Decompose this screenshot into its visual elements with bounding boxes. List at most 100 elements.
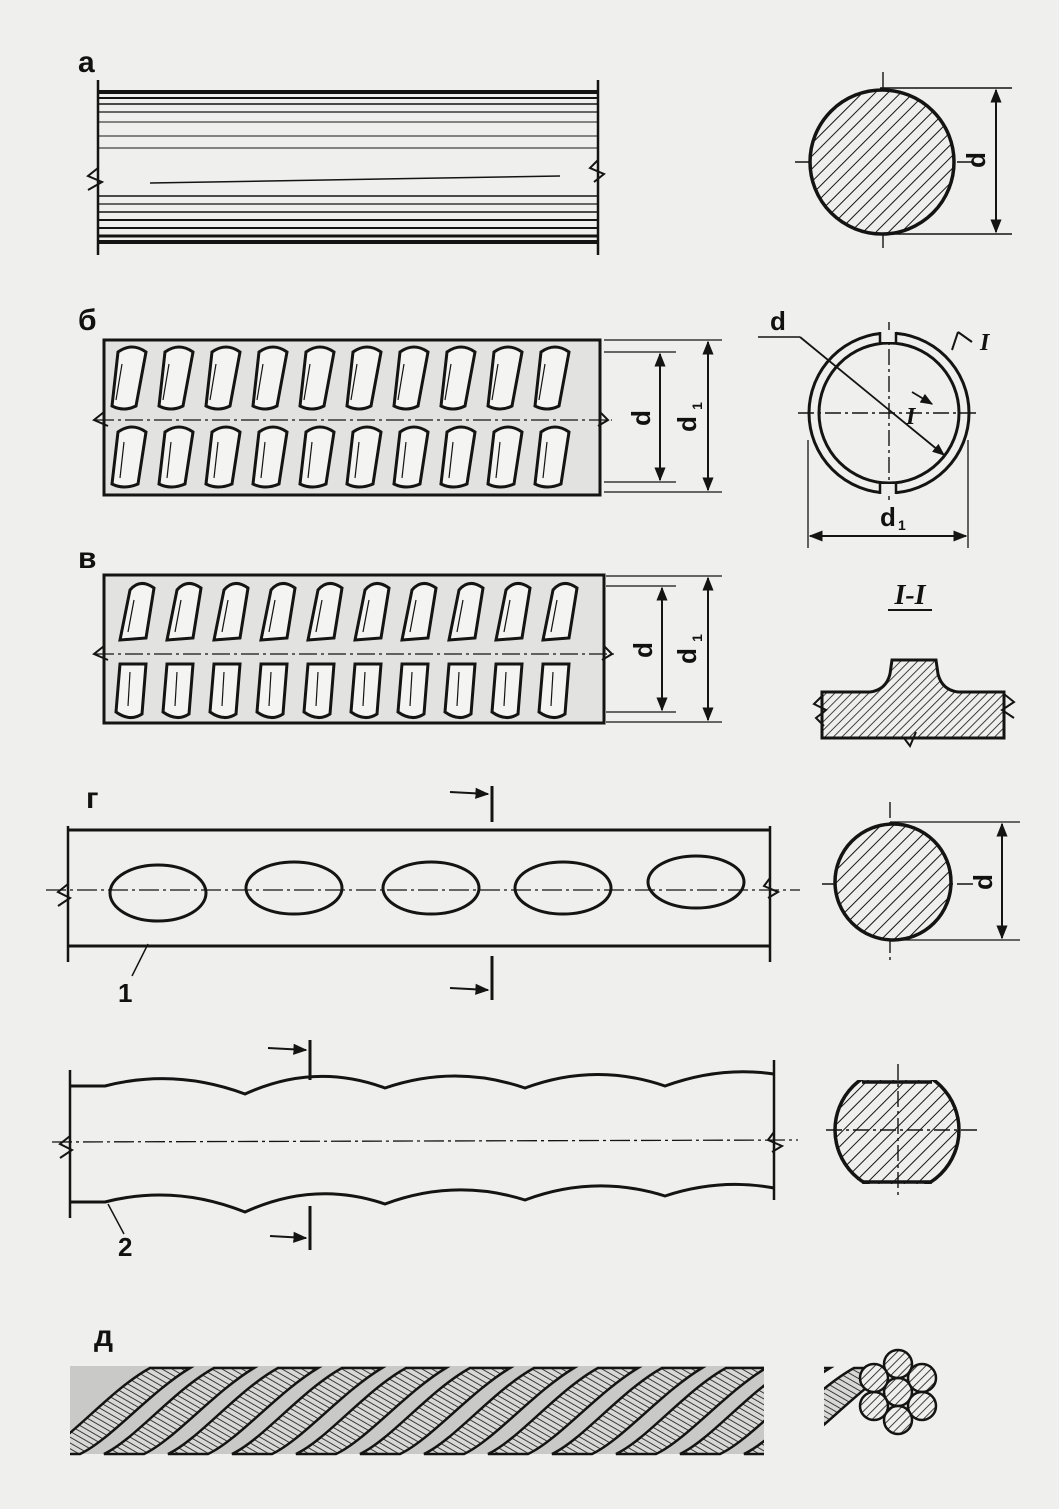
rib-shade	[307, 441, 313, 479]
rope-strand	[39, 1366, 195, 1456]
rib-bottom	[490, 662, 524, 719]
rib-shade	[456, 671, 460, 707]
rope-strand	[295, 1366, 451, 1456]
callout-1: 1	[118, 978, 132, 1008]
panel-b-section-dim-d1: d	[880, 502, 896, 532]
rib-top	[118, 582, 156, 642]
panel-b-ribbed-bar	[92, 338, 612, 497]
rib-bottom	[443, 662, 477, 719]
rib-bottom	[114, 662, 148, 719]
rib-shade	[119, 441, 125, 479]
rib-shade	[268, 671, 272, 707]
section-i-i-rib-detail	[812, 658, 1016, 748]
rib-shade	[354, 441, 360, 479]
rope-strand	[423, 1366, 579, 1456]
rib-shade	[315, 599, 323, 633]
panel-v-label: в	[78, 542, 96, 575]
rib-bottom	[537, 662, 571, 719]
rib-top	[533, 345, 571, 411]
rib-top	[392, 345, 430, 411]
panel-v-side-dimensions	[606, 575, 722, 723]
rib-bottom	[302, 662, 336, 719]
panel-g-label: г	[86, 782, 99, 815]
rope-strand	[167, 1366, 323, 1456]
panel-g-dimpled-bar	[46, 786, 800, 1000]
rib-top	[400, 582, 438, 642]
rib-top	[157, 345, 195, 411]
rib-shade	[538, 363, 546, 401]
panel-v: в d d 1 I-I	[78, 542, 1016, 748]
rib-top	[298, 345, 336, 411]
panel-g: г 1 d	[46, 782, 1020, 1262]
panel-a-plain-bar	[86, 80, 606, 255]
rib-shade	[127, 599, 135, 633]
panel-v-side-dim-d1-subscript: 1	[689, 634, 705, 642]
rib-shade	[127, 671, 131, 707]
panel-b: б d d 1	[78, 304, 991, 548]
rib-bottom	[208, 662, 242, 719]
rib-shade	[542, 441, 548, 479]
rib-shade	[503, 671, 507, 707]
rib-bottom	[396, 662, 430, 719]
rib-shade	[260, 441, 266, 479]
panel-d-strand-rope	[0, 1360, 899, 1460]
panel-b-side-dim-d1-subscript: 1	[689, 402, 705, 410]
rib-shade	[409, 599, 417, 633]
rib-shade	[303, 363, 311, 401]
rib-shade	[401, 441, 407, 479]
panel-b-side-dim-d1: d	[672, 416, 702, 432]
panel-d-label: д	[94, 1320, 113, 1353]
rib-shade	[448, 441, 454, 479]
rib-shade	[315, 671, 319, 707]
rib-shade	[362, 671, 366, 707]
rib-top	[259, 582, 297, 642]
panel-d-strand-cross-section	[858, 1348, 938, 1436]
panel-b-cross-section	[758, 322, 980, 548]
rib-top	[345, 345, 383, 411]
rib-top	[110, 345, 148, 411]
rib-shade	[444, 363, 452, 401]
rib-shade	[221, 599, 229, 633]
panel-b-side-dim-d: d	[626, 410, 656, 426]
rib-shade	[362, 599, 370, 633]
rib-shade	[491, 363, 499, 401]
rib-shade	[166, 441, 172, 479]
rib-top	[541, 582, 579, 642]
rib-bottom	[349, 662, 383, 719]
panel-b-section-dim-d: d	[770, 306, 786, 336]
rib-shade	[213, 441, 219, 479]
panel-b-section-mark-inner: I	[905, 404, 917, 430]
rope-strand	[231, 1366, 387, 1456]
rope-mask-left	[0, 1360, 70, 1460]
rope-strand	[551, 1366, 707, 1456]
panel-b-section-dim-d1-subscript: 1	[898, 517, 906, 533]
panel-g-dim-d: d	[968, 874, 998, 890]
panel-v-side-dim-d: d	[628, 642, 658, 658]
rope-strand	[487, 1366, 643, 1456]
panel-a-label: а	[78, 46, 95, 79]
rib-shade	[456, 599, 464, 633]
rib-top	[165, 582, 203, 642]
rope-strand	[103, 1366, 259, 1456]
panel-g-cross-section	[822, 802, 1020, 960]
panel-g-wavy-cross-section	[826, 1064, 978, 1198]
rib-top	[306, 582, 344, 642]
rib-shade	[256, 363, 264, 401]
rib-shade	[162, 363, 170, 401]
rope-mask-right	[764, 1360, 824, 1460]
rib-top	[486, 345, 524, 411]
rib-shade	[350, 363, 358, 401]
rib-shade	[268, 599, 276, 633]
rib-bottom	[255, 662, 289, 719]
rib-bottom	[161, 662, 195, 719]
rib-shade	[209, 363, 217, 401]
section-i-i-title: I-I	[893, 580, 926, 611]
panel-a-dim-d: d	[961, 152, 991, 168]
rib-shade	[174, 671, 178, 707]
panel-b-label: б	[78, 304, 97, 337]
rope-strand	[359, 1366, 515, 1456]
rib-shade	[221, 671, 225, 707]
rib-top	[439, 345, 477, 411]
